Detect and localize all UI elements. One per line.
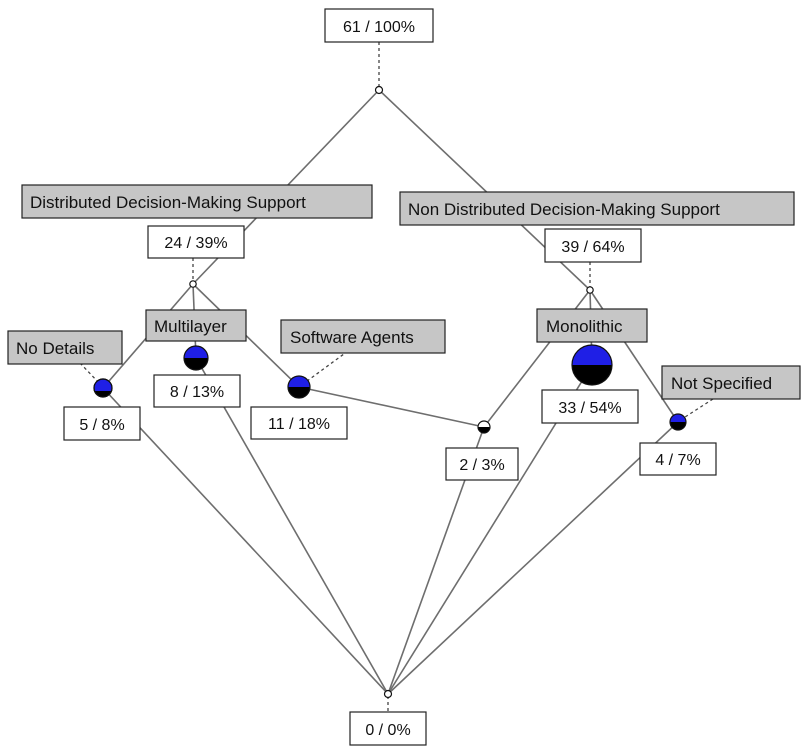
count-label-top: 61 / 100% [324, 8, 434, 43]
svg-text:11 / 18%: 11 / 18% [268, 416, 330, 433]
count-label-non-distributed: 39 / 64% [544, 228, 642, 263]
edge-not-specified-bottom [387, 421, 679, 695]
node-bottom[interactable] [383, 689, 393, 699]
concept-nodes [93, 85, 687, 699]
node-multilayer[interactable] [183, 345, 209, 371]
svg-text:24 / 39%: 24 / 39% [164, 235, 227, 252]
svg-text:No Details: No Details [16, 339, 94, 358]
attribute-label-no-details: No Details [7, 330, 123, 365]
attribute-label-multilayer: Multilayer [145, 309, 247, 342]
attribute-label-not-specified: Not Specified [661, 365, 801, 400]
svg-text:Non Distributed Decision-Makin: Non Distributed Decision-Making Support [408, 200, 720, 219]
svg-text:Software Agents: Software Agents [290, 328, 414, 347]
connector-no-details [79, 362, 101, 385]
attribute-label-monolithic: Monolithic [536, 308, 648, 343]
count-label-no-details: 5 / 8% [63, 406, 141, 441]
connector-software-agents [302, 350, 349, 385]
count-label-software-agents: 11 / 18% [250, 406, 348, 440]
label-connectors [79, 42, 714, 712]
count-label-bottom: 0 / 0% [349, 711, 427, 746]
count-label-meet: 2 / 3% [445, 447, 519, 481]
node-non-distributed[interactable] [586, 286, 594, 294]
node-top[interactable] [374, 85, 384, 95]
node-monolithic[interactable] [571, 344, 613, 386]
svg-text:Monolithic: Monolithic [546, 317, 623, 336]
node-no-details[interactable] [93, 378, 113, 398]
attribute-label-distributed: Distributed Decision-Making Support [21, 184, 373, 219]
count-label-multilayer: 8 / 13% [153, 374, 241, 408]
svg-text:5 / 8%: 5 / 8% [79, 417, 124, 434]
edge-no-details-bottom [102, 387, 389, 695]
svg-text:2 / 3%: 2 / 3% [459, 457, 504, 474]
svg-text:39 / 64%: 39 / 64% [561, 239, 624, 256]
count-label-distributed: 24 / 39% [147, 225, 245, 259]
attribute-label-software-agents: Software Agents [280, 319, 446, 354]
svg-text:8 / 13%: 8 / 13% [170, 384, 224, 401]
svg-text:33 / 54%: 33 / 54% [558, 400, 621, 417]
node-meet[interactable] [477, 420, 491, 434]
node-not-specified[interactable] [669, 413, 687, 431]
svg-text:61 / 100%: 61 / 100% [343, 19, 415, 36]
svg-text:4 / 7%: 4 / 7% [655, 452, 700, 469]
svg-text:Multilayer: Multilayer [154, 317, 227, 336]
node-software-agents[interactable] [287, 375, 311, 399]
count-label-monolithic: 33 / 54% [541, 389, 639, 424]
svg-text:0 / 0%: 0 / 0% [365, 722, 410, 739]
count-label-not-specified: 4 / 7% [639, 442, 717, 476]
svg-text:Distributed Decision-Making Su: Distributed Decision-Making Support [30, 193, 306, 212]
svg-text:Not Specified: Not Specified [671, 374, 772, 393]
edge-software-agents-meet [298, 386, 485, 428]
attribute-label-non-distributed: Non Distributed Decision-Making Support [399, 191, 795, 226]
edge-multilayer-bottom [195, 357, 389, 695]
attribute-labels: Distributed Decision-Making Support Non … [7, 184, 801, 400]
connector-not-specified [681, 398, 714, 420]
count-labels: 61 / 100% 24 / 39% 39 / 64% 5 / 8% 8 / 1… [63, 8, 717, 746]
node-distributed[interactable] [189, 280, 197, 288]
